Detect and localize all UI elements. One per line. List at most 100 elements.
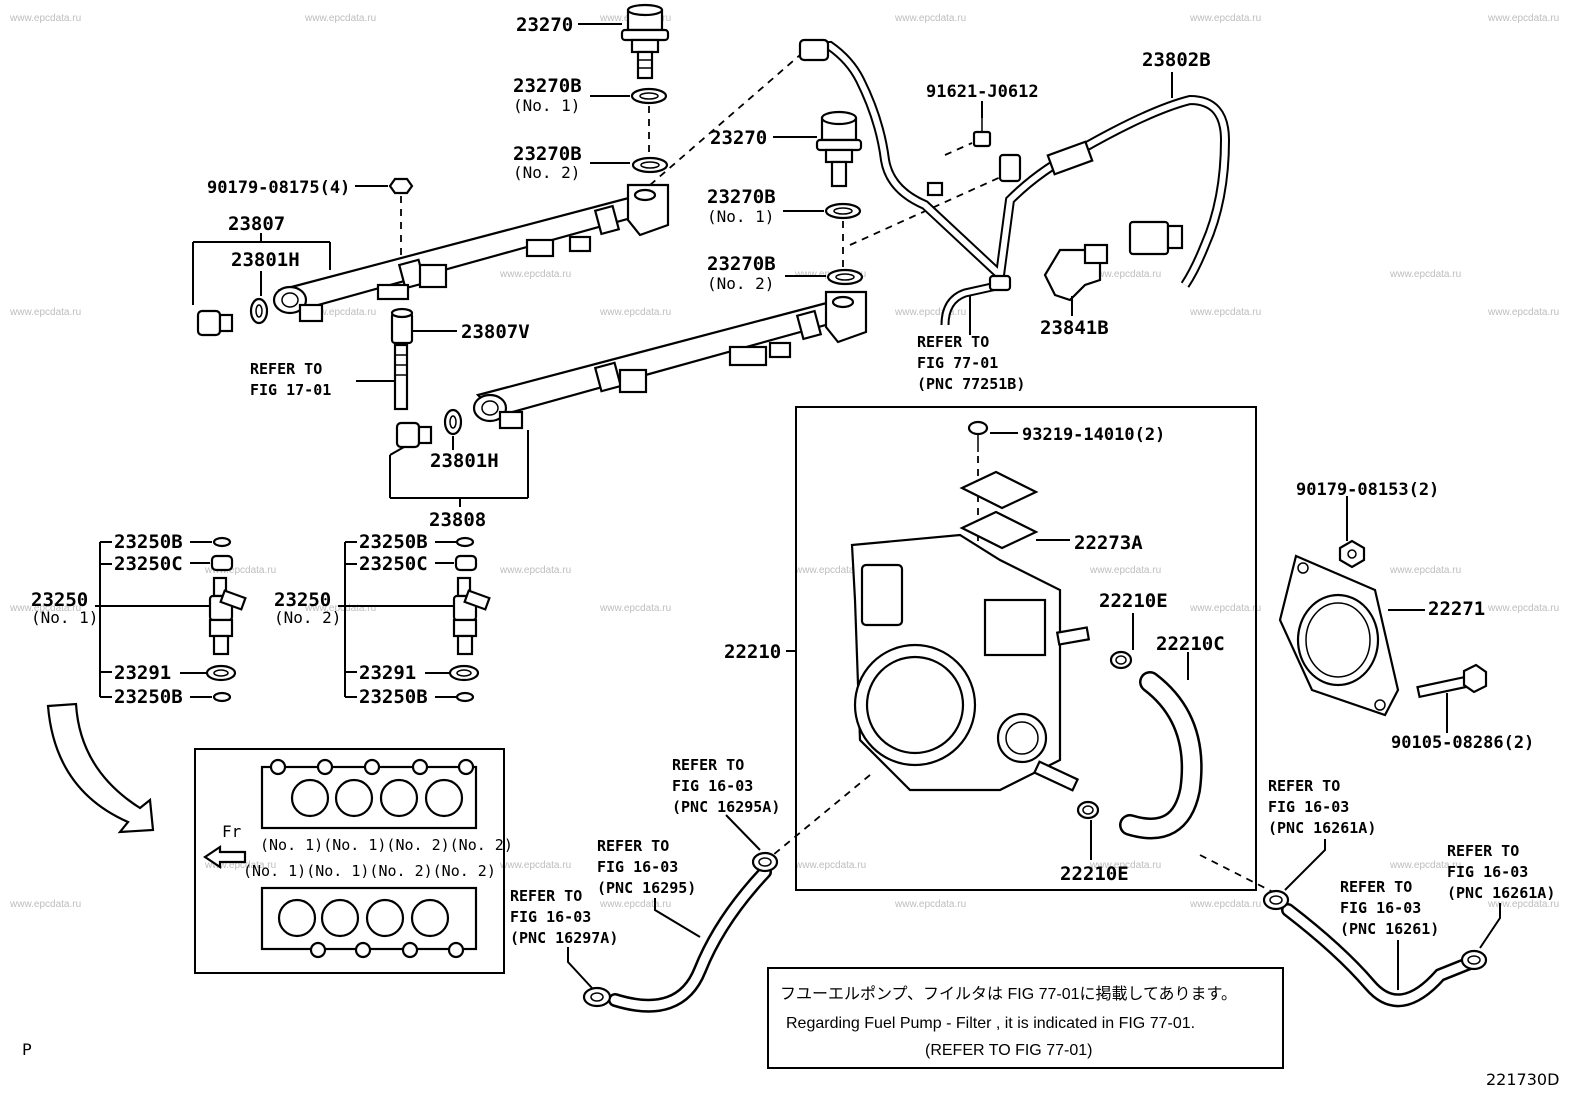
part-number-23250-no1[interactable]: 23250 [31, 589, 88, 611]
part-number-23250-no2[interactable]: 23250 [274, 589, 331, 611]
o-ring-23250b[interactable] [212, 691, 232, 703]
part-number-23807v[interactable]: 23807V [461, 321, 530, 343]
refer-16295a-l3[interactable]: (PNC 16295A) [672, 798, 780, 816]
refer-16261-l2[interactable]: FIG 16-03 [1340, 899, 1421, 917]
part-number-91621-j0612[interactable]: 91621-J0612 [926, 82, 1039, 102]
gasket-23801h-lower[interactable] [443, 408, 463, 436]
spacer-23807v[interactable] [390, 307, 414, 345]
refer-16261a-left-l1[interactable]: REFER TO [1268, 777, 1340, 795]
fuel-rail-upper[interactable] [272, 183, 670, 323]
hose-clamp-16295a[interactable] [751, 851, 779, 873]
refer-16261a-right-l2[interactable]: FIG 16-03 [1447, 863, 1528, 881]
part-number-23801h-upper[interactable]: 23801H [231, 249, 300, 271]
bolt-90105-08286[interactable] [1416, 663, 1488, 699]
o-ring-23250b[interactable] [455, 536, 475, 548]
hose-left[interactable] [608, 865, 772, 1013]
hose-right[interactable] [1281, 903, 1477, 1008]
bolt-90179-08175[interactable] [388, 177, 414, 195]
pulsation-damper-upper[interactable] [620, 3, 670, 80]
bracket-23841b[interactable] [1043, 243, 1109, 302]
part-number-23250b-bottom-no2[interactable]: 23250B [359, 686, 428, 708]
refer-16261-l1[interactable]: REFER TO [1340, 878, 1412, 896]
refer-16261a-left-l3[interactable]: (PNC 16261A) [1268, 819, 1376, 837]
throttle-body[interactable] [850, 533, 1091, 792]
gasket-22271[interactable] [1278, 554, 1400, 717]
seal-23291[interactable] [205, 664, 237, 682]
part-number-23250b-top-no2[interactable]: 23250B [359, 531, 428, 553]
screw-93219-14010[interactable] [967, 420, 989, 452]
fig-77-01[interactable]: FIG 77-01 [917, 354, 998, 372]
fuel-pipe-assembly[interactable] [798, 38, 1231, 288]
part-number-22210c[interactable]: 22210C [1156, 633, 1225, 655]
hose-clamp-22210e-lower[interactable] [1076, 800, 1100, 820]
plug-23807[interactable] [196, 309, 234, 337]
nut-90179-08153[interactable] [1338, 539, 1366, 569]
part-number-22210[interactable]: 22210 [724, 641, 781, 663]
refer-16261a-right-l1[interactable]: REFER TO [1447, 842, 1519, 860]
stud-bolt[interactable] [393, 343, 409, 411]
pulsation-damper-lower[interactable] [815, 110, 863, 188]
fuel-injector-no2[interactable] [452, 576, 491, 656]
refer-16261a-left-l2[interactable]: FIG 16-03 [1268, 798, 1349, 816]
part-number-23807[interactable]: 23807 [228, 213, 285, 235]
part-number-90105-08286[interactable]: 90105-08286(2) [1391, 733, 1534, 753]
part-number-23250b-bottom-no1[interactable]: 23250B [114, 686, 183, 708]
fuel-injector-no1[interactable] [208, 576, 247, 656]
hose-clamp-16297a[interactable] [582, 986, 612, 1008]
part-number-23802b[interactable]: 23802B [1142, 49, 1211, 71]
fuel-rail-lower[interactable] [472, 290, 868, 430]
part-number-22271[interactable]: 22271 [1428, 598, 1485, 620]
part-number-90179-08153[interactable]: 90179-08153(2) [1296, 480, 1439, 500]
part-number-23270b-no1-upper[interactable]: 23270B [513, 75, 582, 97]
grommet-23250c[interactable] [210, 554, 234, 572]
fig-17-01[interactable]: FIG 17-01 [250, 381, 331, 399]
fuel-hose-connector[interactable] [940, 274, 1012, 326]
part-number-93219-14010[interactable]: 93219-14010(2) [1022, 425, 1165, 445]
refer-to-fig-17-01[interactable]: REFER TO [250, 360, 322, 378]
hose-clamp-16261a-left[interactable] [1262, 889, 1290, 911]
pnc-77251b[interactable]: (PNC 77251B) [917, 375, 1025, 393]
refer-16261-l3[interactable]: (PNC 16261) [1340, 920, 1439, 938]
refer-16295-l3[interactable]: (PNC 16295) [597, 879, 696, 897]
part-number-23270b-no1-lower[interactable]: 23270B [707, 186, 776, 208]
hose-clamp-16261a-right[interactable] [1460, 949, 1488, 971]
part-number-23808[interactable]: 23808 [429, 509, 486, 531]
o-ring-23250b[interactable] [455, 691, 475, 703]
part-number-23250c-no1[interactable]: 23250C [114, 553, 183, 575]
part-number-23291-no1[interactable]: 23291 [114, 662, 171, 684]
part-number-22210e-upper[interactable]: 22210E [1099, 590, 1168, 612]
o-ring-23250b[interactable] [212, 536, 232, 548]
refer-16295a-l1[interactable]: REFER TO [672, 756, 744, 774]
refer-16297a-l2[interactable]: FIG 16-03 [510, 908, 591, 926]
part-number-23250c-no2[interactable]: 23250C [359, 553, 428, 575]
grommet-23250c[interactable] [454, 554, 478, 572]
refer-16261a-right-l3[interactable]: (PNC 16261A) [1447, 884, 1555, 902]
part-number-23250b-top-no1[interactable]: 23250B [114, 531, 183, 553]
gasket-22273a[interactable] [959, 510, 1039, 550]
hose-clamp-22210e-upper[interactable] [1109, 650, 1133, 670]
part-number-22210e-lower[interactable]: 22210E [1060, 863, 1129, 885]
part-number-23801h-lower[interactable]: 23801H [430, 450, 499, 472]
refer-16297a-l3[interactable]: (PNC 16297A) [510, 929, 618, 947]
refer-16295-l2[interactable]: FIG 16-03 [597, 858, 678, 876]
part-number-23270-upper[interactable]: 23270 [516, 14, 573, 36]
water-hose-22210c[interactable] [1119, 671, 1203, 840]
part-number-23841b[interactable]: 23841B [1040, 317, 1109, 339]
part-number-23270-lower[interactable]: 23270 [710, 127, 767, 149]
o-ring-23270b-no2-lower[interactable] [826, 268, 864, 286]
gasket-23801h-upper[interactable] [249, 297, 269, 325]
bolt-91621-j0612[interactable] [972, 118, 992, 148]
part-number-90179-08175[interactable]: 90179-08175(4) [207, 178, 350, 198]
refer-16297a-l1[interactable]: REFER TO [510, 887, 582, 905]
o-ring-23270b-no2-upper[interactable] [631, 156, 669, 174]
refer-16295a-l2[interactable]: FIG 16-03 [672, 777, 753, 795]
refer-to-fig-77-01[interactable]: REFER TO [917, 333, 989, 351]
o-ring-23270b-no1-lower[interactable] [824, 202, 862, 220]
o-ring-23270b-no1-upper[interactable] [630, 87, 668, 105]
seal-23291[interactable] [448, 664, 480, 682]
part-number-22273a[interactable]: 22273A [1074, 532, 1143, 554]
part-number-23270b-no2-upper[interactable]: 23270B [513, 143, 582, 165]
part-number-23291-no2[interactable]: 23291 [359, 662, 416, 684]
cover-plate[interactable] [959, 470, 1039, 510]
part-number-23270b-no2-lower[interactable]: 23270B [707, 253, 776, 275]
